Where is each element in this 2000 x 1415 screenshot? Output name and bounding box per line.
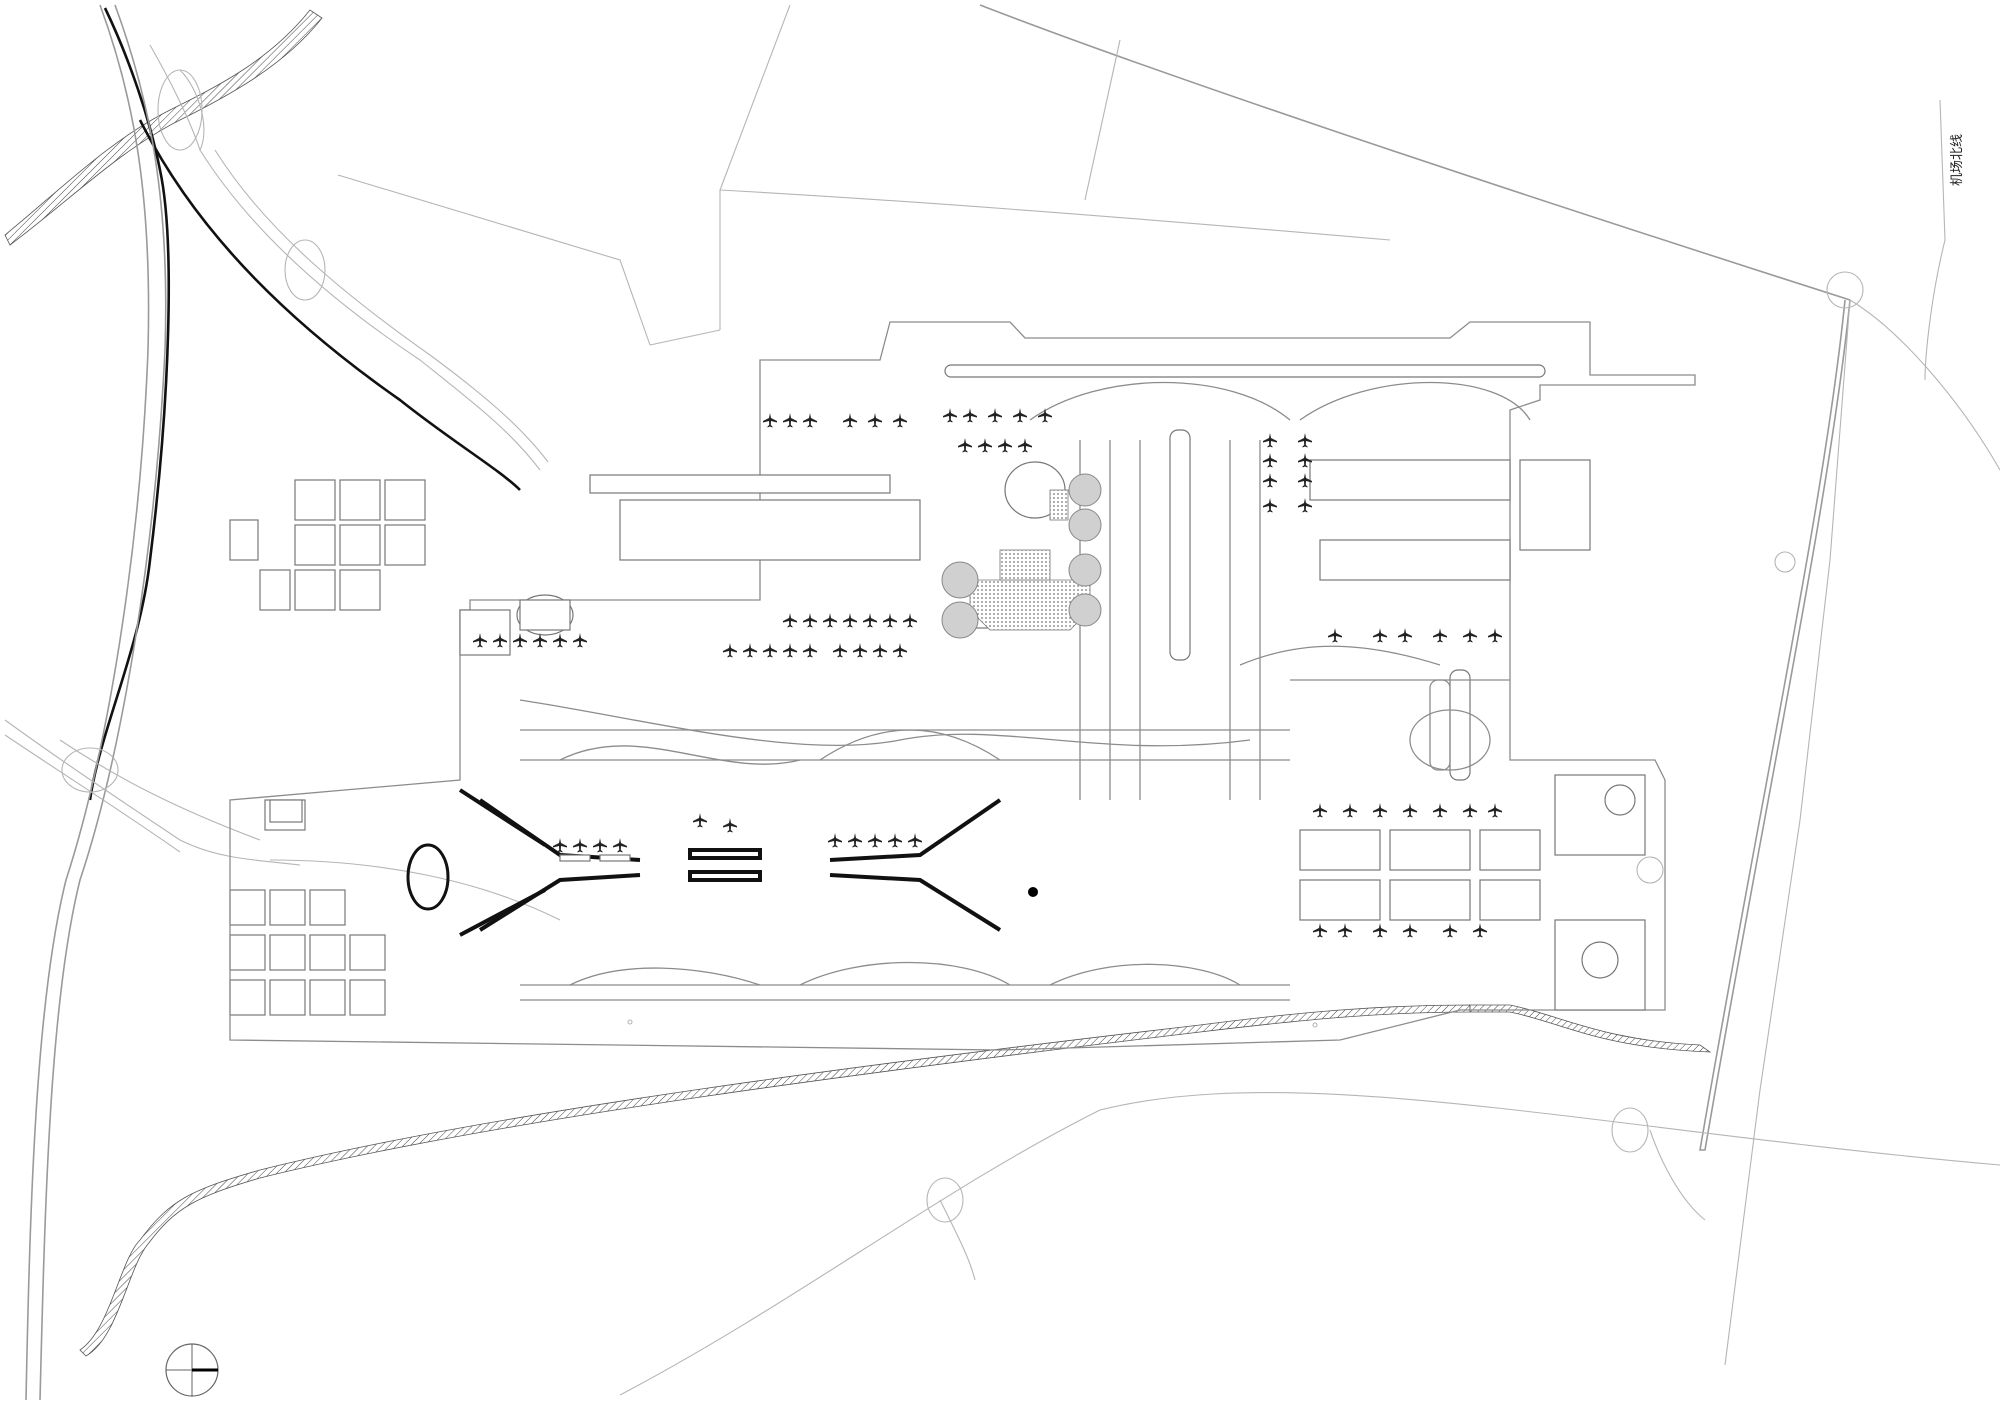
rail-line	[88, 7, 521, 801]
north-arrow-icon	[165, 1343, 219, 1397]
northwest-interchange	[149, 44, 549, 471]
road-label-airport-north-line: 机场北线	[1950, 133, 1965, 186]
north-field-roads	[337, 4, 2000, 471]
southwest-interchange	[59, 739, 561, 921]
terminal-north	[941, 461, 1102, 639]
east-runway	[1169, 429, 1471, 781]
south-roads	[619, 1092, 2000, 1396]
east-cargo-area	[1299, 459, 1646, 1011]
airport-boundary	[229, 321, 1696, 1051]
ground-transport-center	[459, 594, 574, 656]
west-plots	[229, 479, 426, 1016]
taxiway-network	[519, 440, 1510, 1001]
middle-runway	[589, 474, 921, 561]
landmark-dot	[1028, 887, 1038, 897]
east-road	[1636, 99, 1946, 1366]
river-southwest	[79, 1004, 1712, 1357]
north-runway	[944, 364, 1546, 421]
main-terminal	[406, 788, 1002, 937]
river-northwest	[4, 9, 323, 246]
